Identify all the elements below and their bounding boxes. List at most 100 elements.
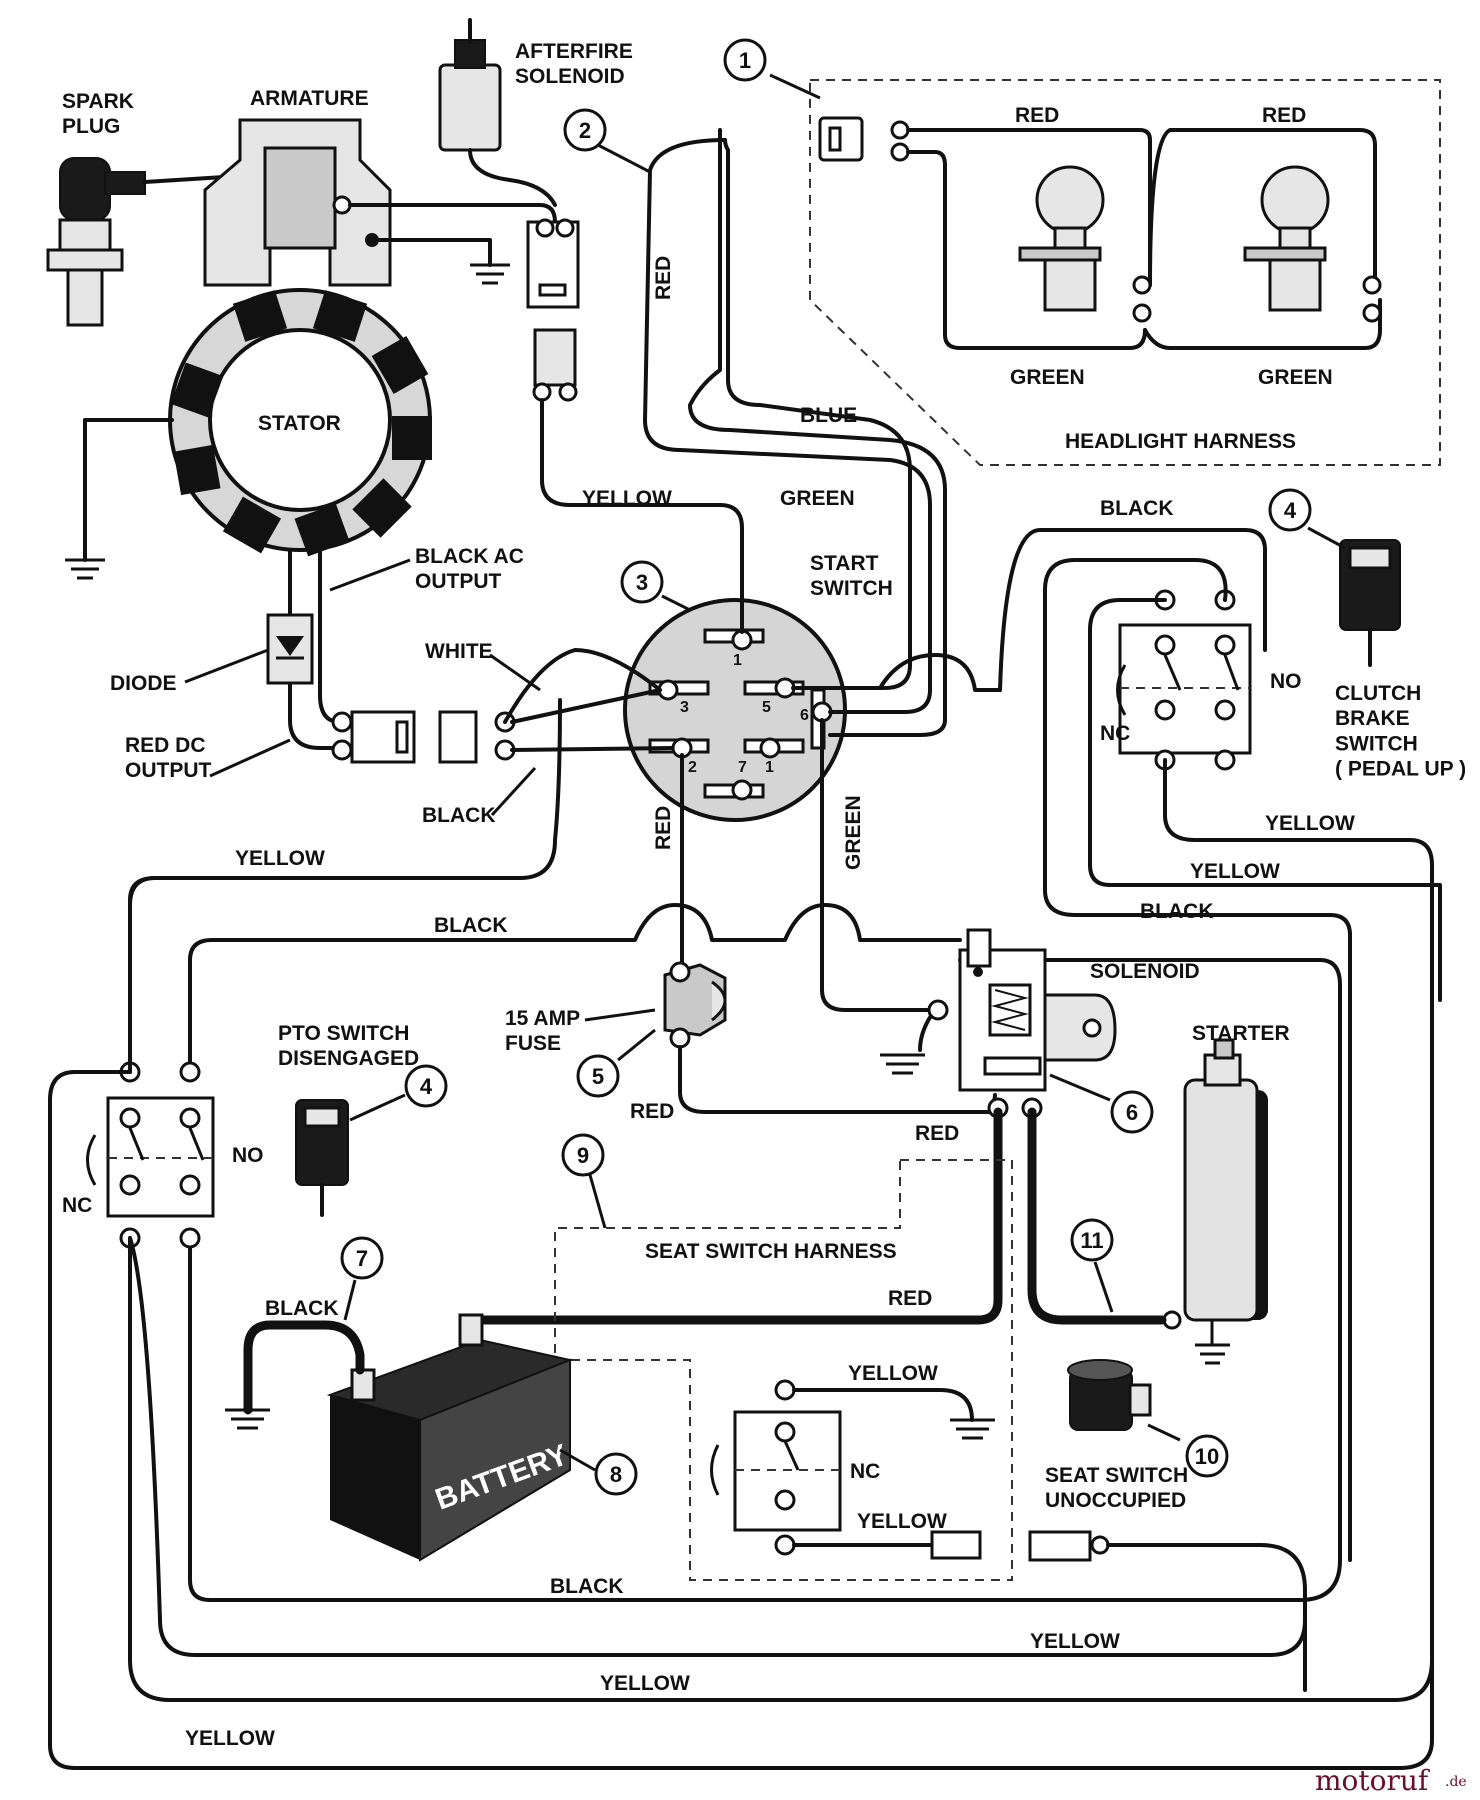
battery: BATTERY BLACK (243, 1297, 574, 1562)
svg-text:10: 10 (1195, 1444, 1219, 1469)
switch-state: NO (1270, 670, 1302, 693)
wire-label: YELLOW (582, 487, 672, 510)
switch-state: NC (62, 1194, 92, 1217)
ground-symbol-stator (65, 558, 105, 580)
ground-symbol-starter (1195, 1320, 1230, 1365)
svg-text:5: 5 (592, 1064, 604, 1089)
component-label: DIODE (110, 672, 177, 695)
svg-text:6: 6 (1126, 1100, 1138, 1125)
svg-text:9: 9 (577, 1143, 589, 1168)
headlight-harness: RED RED GREEN GREEN HEADLIGHT HARNESS (809, 79, 1441, 466)
component-label: STARTER (1192, 1022, 1290, 1045)
watermark-tld: .de (1445, 1774, 1467, 1790)
wire-label: RED (915, 1122, 959, 1145)
wire-label: GREEN (1010, 366, 1085, 389)
wire-label: BLACK (422, 804, 496, 827)
svg-text:4: 4 (420, 1074, 433, 1099)
component-label: SOLENOID (1090, 960, 1200, 983)
callout-4-clutch: 4 (1268, 488, 1346, 550)
wire-label: YELLOW (857, 1510, 947, 1533)
callout-9: 9 (561, 1133, 607, 1229)
callout-1: 1 (723, 38, 821, 100)
wire-label: RED (652, 256, 675, 300)
wire-label: RED (652, 806, 675, 850)
wire-label: BLUE (800, 404, 857, 427)
starter: STARTER (1162, 1022, 1290, 1330)
wire-label: YELLOW (600, 1672, 690, 1695)
component-label: ARMATURE (250, 87, 369, 110)
callout-6: 6 (1049, 1073, 1154, 1134)
svg-text:8: 8 (610, 1462, 622, 1487)
wire-label: YELLOW (185, 1727, 275, 1750)
wire-label: GREEN (842, 795, 865, 870)
callouts: 1 2 3 4 4 5 6 (340, 38, 1346, 1496)
switch-state: NC (850, 1460, 880, 1483)
switch-terminal: 6 (800, 707, 809, 724)
solenoid: SOLENOID (918, 928, 1200, 1119)
ground-symbol-solenoid (880, 1053, 925, 1075)
svg-text:4: 4 (1284, 498, 1297, 523)
battery-cables: RED RED (465, 1107, 1167, 1325)
callout-10: 10 (1147, 1423, 1229, 1478)
seat-switch-harness: SEAT SWITCH HARNESS YELLOW YELLOW NC (554, 1159, 1013, 1581)
switch-state: NC (1100, 722, 1130, 745)
svg-text:1: 1 (739, 48, 751, 73)
svg-text:3: 3 (636, 570, 648, 595)
watermark-brand: motoruf (1315, 1764, 1431, 1797)
armature: ARMATURE (203, 87, 557, 287)
wire-label: YELLOW (1265, 812, 1355, 835)
wire-label: YELLOW (1030, 1630, 1120, 1653)
component-label: STATOR (258, 412, 341, 435)
callout-11: 11 (1070, 1218, 1114, 1313)
ground-symbol-battery (225, 1408, 270, 1430)
watermark: motoruf .de (1315, 1764, 1467, 1797)
svg-text:7: 7 (356, 1246, 368, 1271)
switch-terminal: 5 (762, 699, 771, 716)
stator: STATOR (83, 288, 432, 562)
switch-state: NO (232, 1144, 264, 1167)
harness-label: HEADLIGHT HARNESS (1065, 430, 1296, 453)
callout-5: 5 (576, 1028, 656, 1098)
wire-label: YELLOW (1190, 860, 1280, 883)
wire-label: BLACK (434, 914, 508, 937)
switch-terminal: 3 (680, 699, 689, 716)
wire-label: WHITE (425, 640, 493, 663)
wire-label: BLACK (265, 1297, 339, 1320)
switch-terminal: 1 (733, 652, 742, 669)
wire-label: BLACK (1140, 900, 1214, 923)
wire-label: RED (630, 1100, 674, 1123)
svg-text:11: 11 (1080, 1228, 1103, 1253)
ground-symbol-armature (470, 263, 510, 285)
wire-label: YELLOW (235, 847, 325, 870)
callout-2: 2 (563, 108, 651, 174)
wire-label: BLACK (550, 1575, 624, 1598)
wire-label: RED (1015, 104, 1059, 127)
ground-symbol-seat (950, 1418, 995, 1440)
start-switch-wires: WHITE BLACK BLUE YELLOW GREEN BLACK YELL… (128, 128, 1267, 1072)
switch-terminal: 2 (688, 759, 697, 776)
wire-label: YELLOW (848, 1362, 938, 1385)
harness-label: SEAT SWITCH HARNESS (645, 1240, 897, 1263)
callout-7: 7 (340, 1236, 384, 1321)
callout-4-pto: 4 (349, 1064, 448, 1122)
headlight-bulb-1 (1018, 165, 1105, 312)
svg-text:2: 2 (579, 118, 591, 143)
wire-label: BLACK (1100, 497, 1174, 520)
headlight-bulb-2 (1243, 165, 1330, 312)
callout-8: 8 (559, 1448, 638, 1496)
